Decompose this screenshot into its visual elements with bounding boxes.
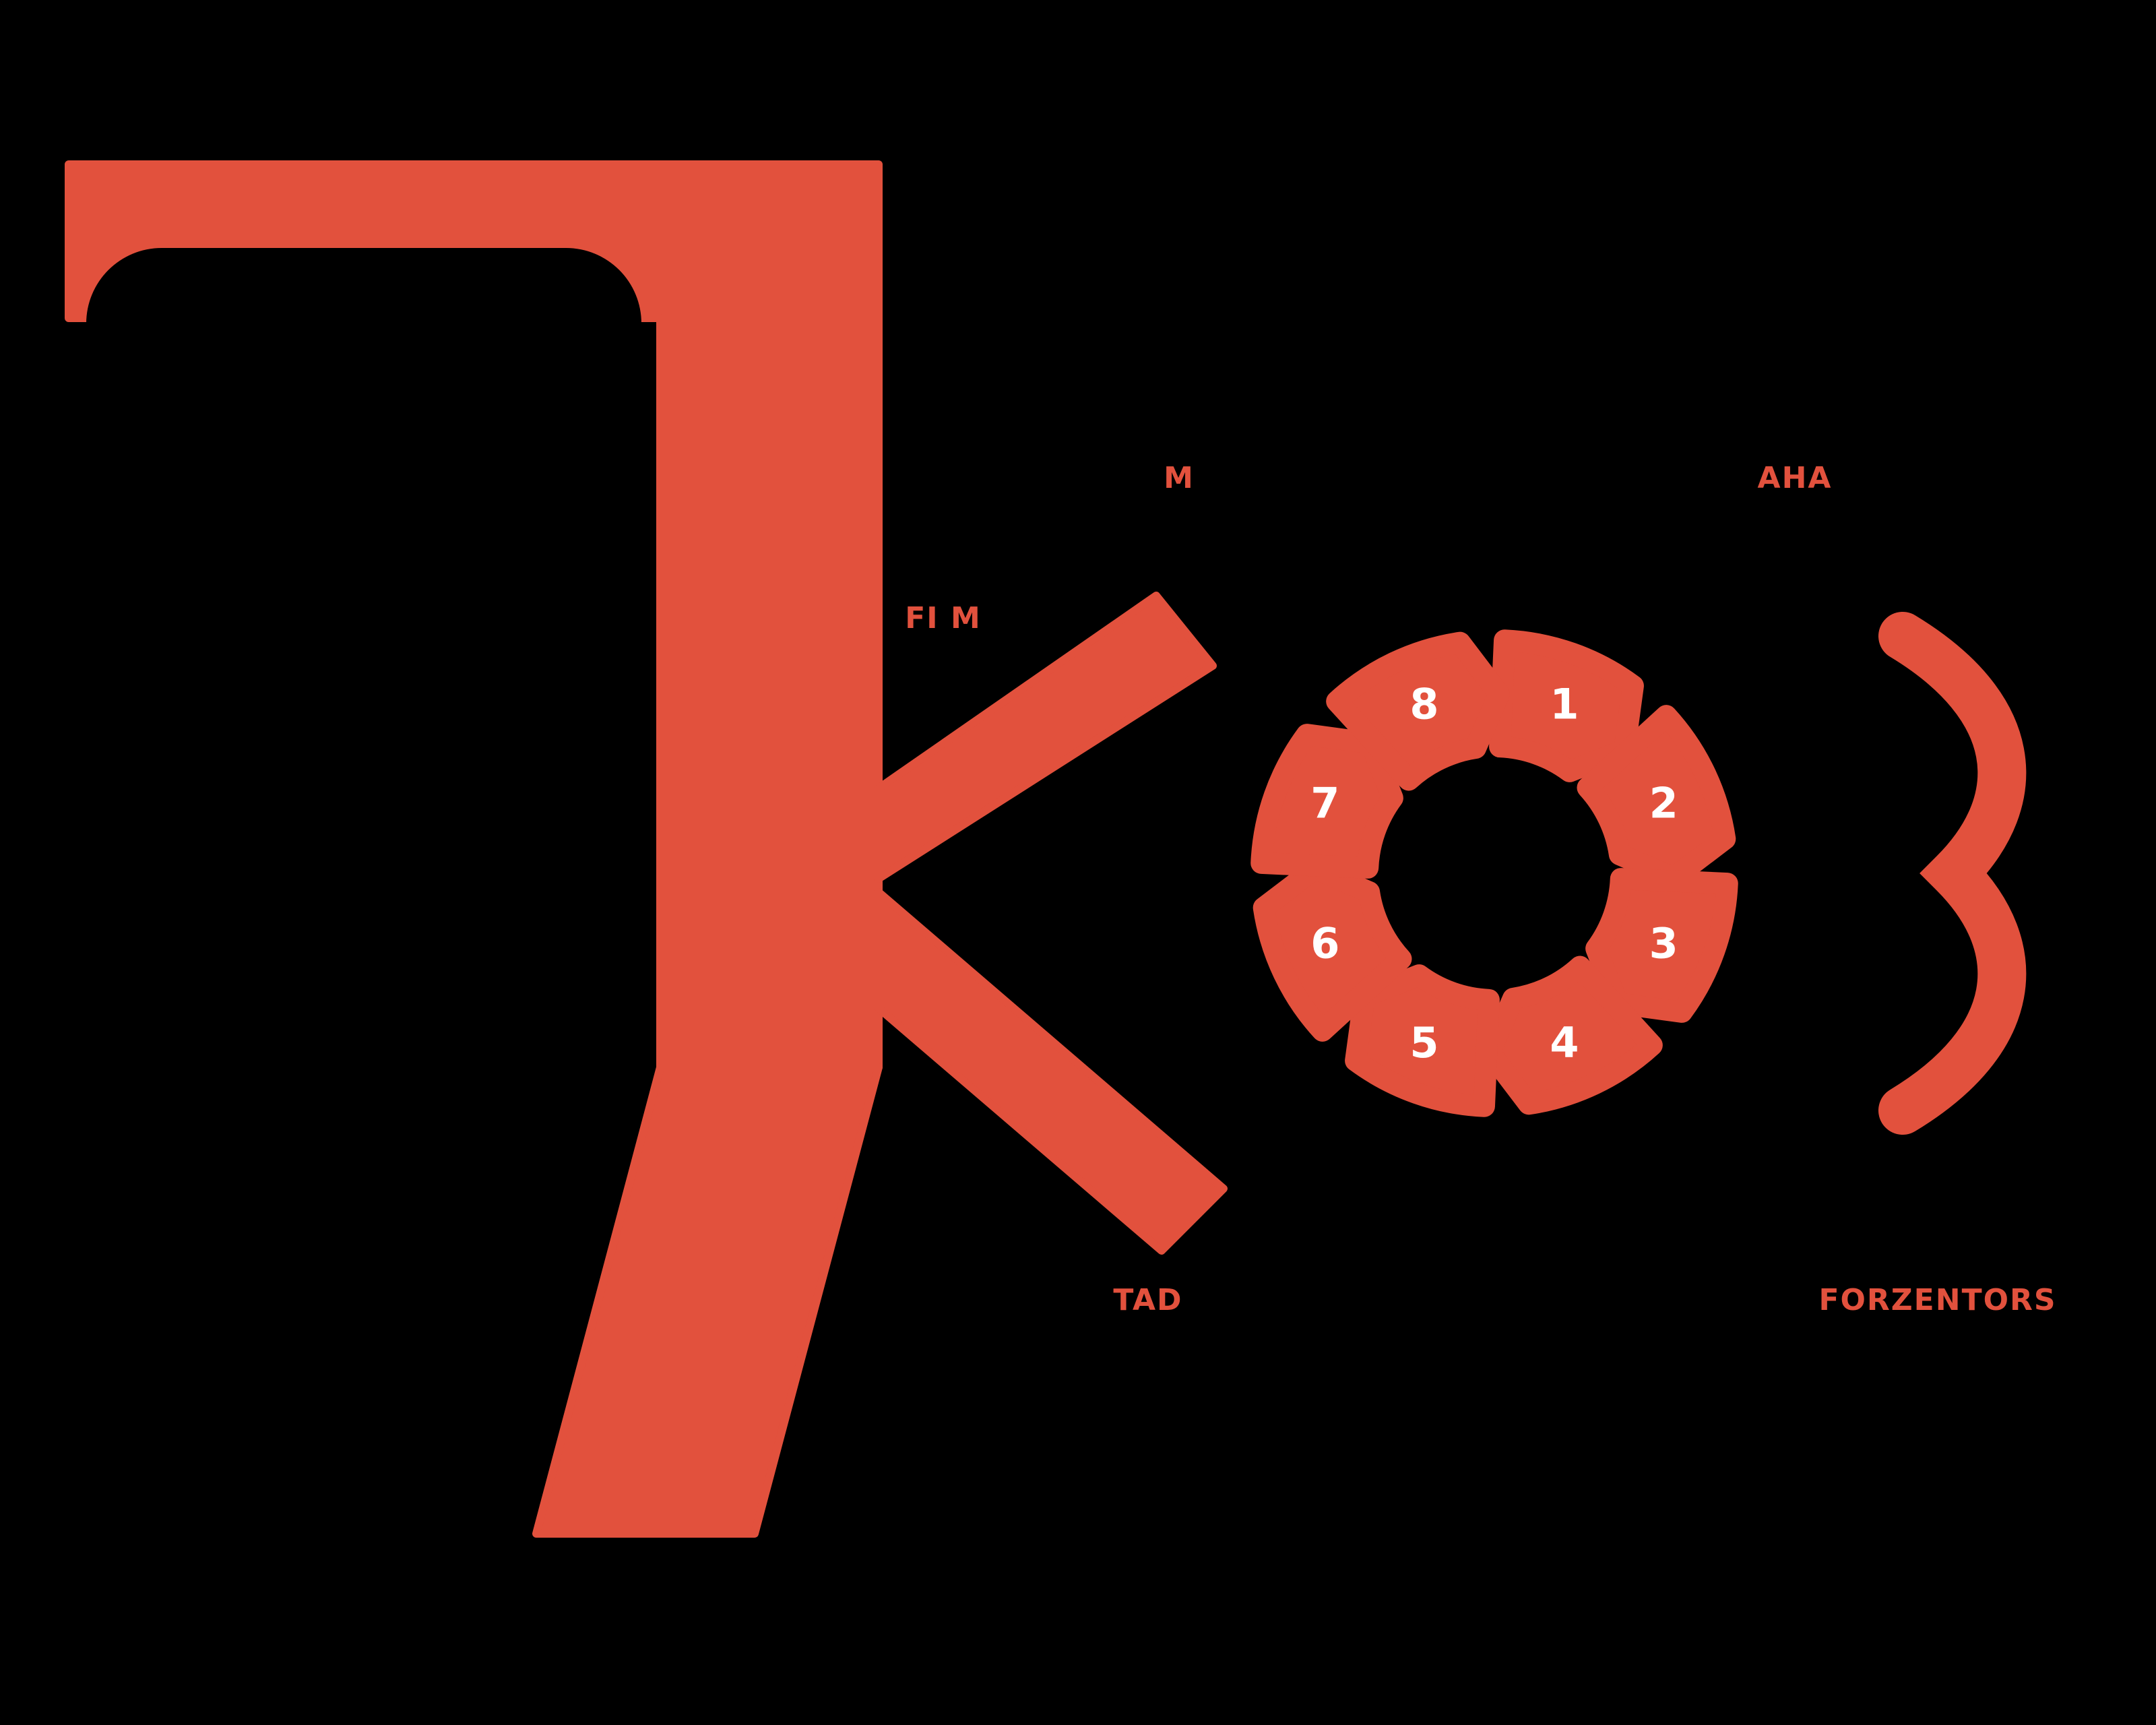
letterform-upper-arm (875, 592, 1217, 883)
cycle-petal (1577, 705, 1736, 889)
cycle-petal (1345, 964, 1500, 1117)
text-fragment: FORZENTORS (1818, 1283, 2056, 1317)
cycle-petal-shape (1577, 705, 1736, 889)
cycle-petal-shape (1345, 964, 1500, 1117)
cycle-step-number: 6 (1310, 919, 1339, 968)
left-letterform (65, 160, 1228, 1538)
cycle-step-number: 5 (1409, 1018, 1438, 1067)
letterform-descender (532, 1063, 883, 1538)
cycle-petal-shape (1489, 629, 1644, 782)
cycle-diagram: 1 2 3 4 5 6 7 8 (1250, 629, 1738, 1117)
cycle-petal (1489, 629, 1644, 782)
cycle-step-number: 7 (1310, 779, 1339, 828)
cycle-petal-shape (1479, 955, 1663, 1115)
cycle-step-number: 3 (1649, 919, 1678, 968)
letterform-lower-arm (875, 888, 1228, 1255)
cycle-petal (1585, 868, 1738, 1023)
cycle-petal-shape (1253, 858, 1412, 1042)
cycle-petal (1253, 858, 1412, 1042)
cycle-step-number: 4 (1550, 1018, 1579, 1067)
cycle-step-number: 2 (1649, 779, 1678, 828)
cycle-petal-shape (1326, 631, 1510, 791)
text-fragment: AHA (1758, 461, 1833, 495)
cycle-petal (1479, 955, 1663, 1115)
cycle-step-number: 8 (1409, 680, 1438, 729)
text-fragment: FI M (905, 601, 982, 635)
cycle-petal-shape (1250, 724, 1403, 879)
cycle-petal (1326, 631, 1510, 791)
cycle-petal-shape (1585, 868, 1738, 1023)
cycle-petal (1250, 724, 1403, 879)
text-fragment: M (1164, 461, 1195, 495)
cycle-step-number: 1 (1550, 680, 1579, 729)
right-brace (1878, 612, 2027, 1135)
letterform-counter-cutout (86, 248, 641, 819)
text-fragment: TAD (1113, 1283, 1182, 1317)
